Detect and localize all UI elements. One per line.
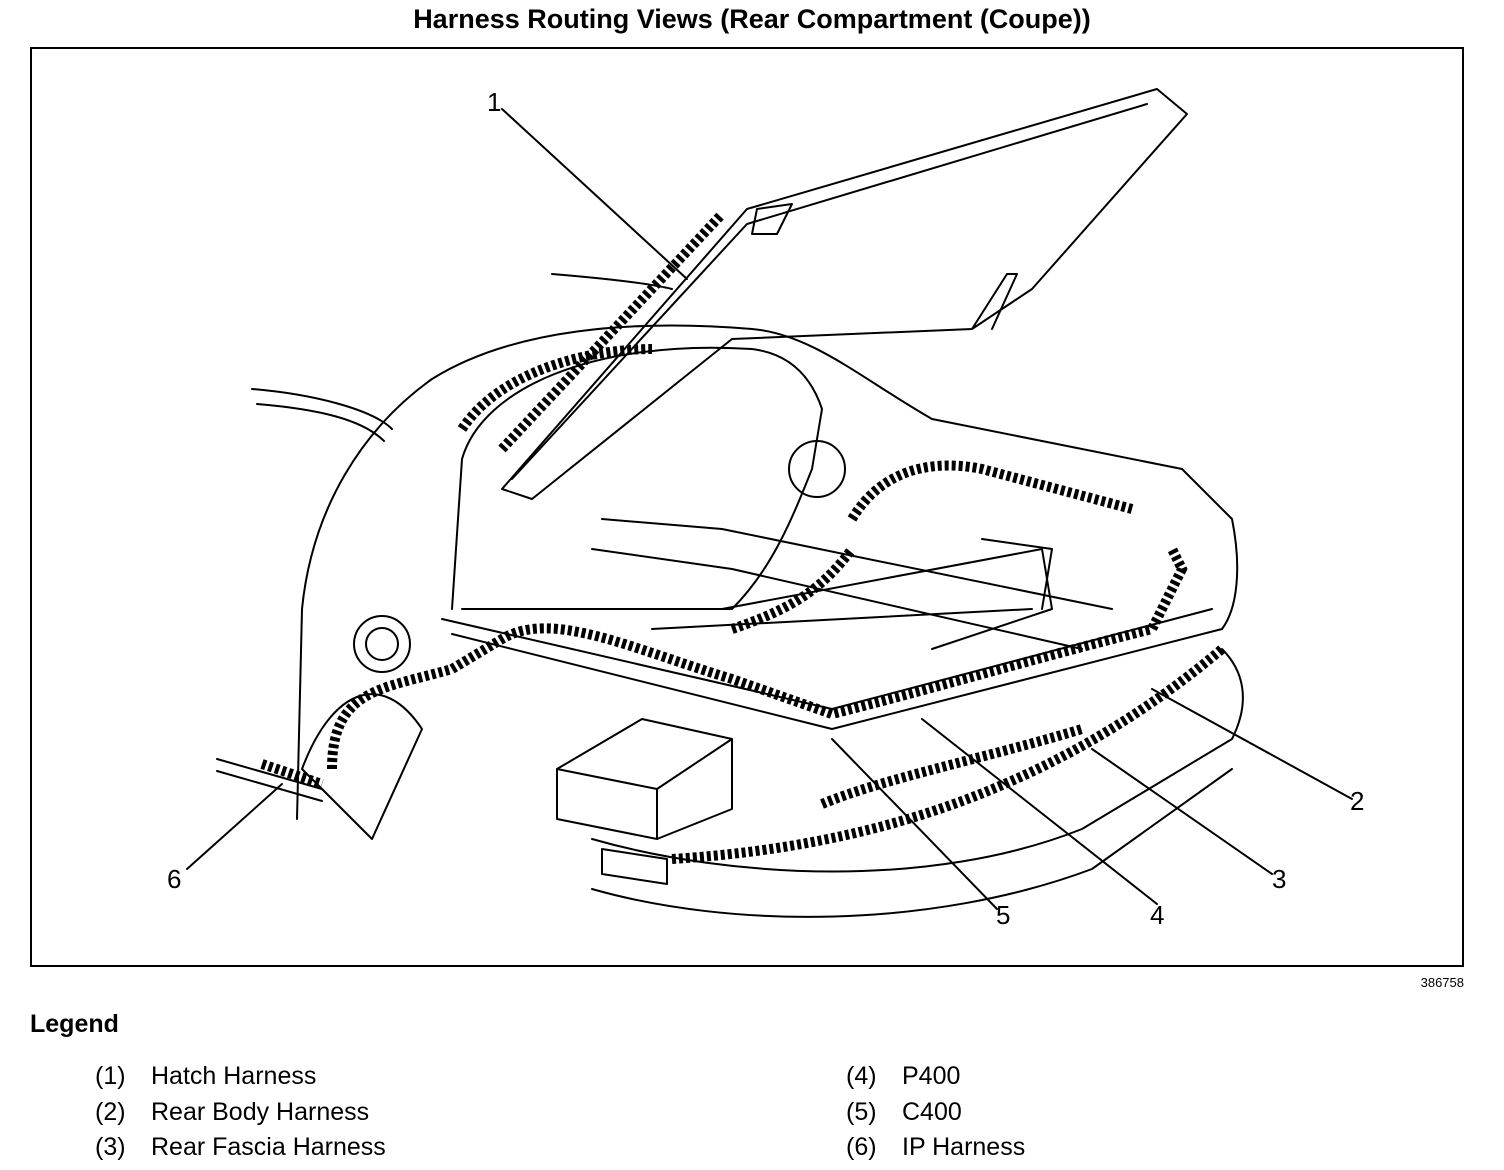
diagram-title: Harness Routing Views (Rear Compartment … xyxy=(413,4,1091,34)
diagram-frame: 1 2 3 4 5 6 xyxy=(30,47,1464,967)
legend-item: (4) P400 xyxy=(846,1062,960,1091)
leader-line-1 xyxy=(501,108,688,280)
legend-item: (5) C400 xyxy=(846,1098,962,1127)
leader-line-5 xyxy=(831,738,998,910)
module-box xyxy=(556,718,733,840)
legend-number: (4) xyxy=(846,1062,877,1090)
legend-number: (6) xyxy=(846,1133,877,1161)
ip-harness xyxy=(260,759,324,789)
legend-item: (6) IP Harness xyxy=(846,1133,1025,1162)
legend-label: Rear Fascia Harness xyxy=(151,1133,386,1161)
callout-2: 2 xyxy=(1350,786,1365,816)
hatch-lid xyxy=(501,88,1188,500)
tail-lamp-left xyxy=(353,615,411,673)
lower-harness xyxy=(820,724,1084,809)
legend-number: (1) xyxy=(95,1062,126,1090)
legend-title: Legend xyxy=(30,1010,119,1038)
legend-label: P400 xyxy=(902,1062,961,1090)
rear-bumper xyxy=(591,648,1244,873)
callout-5: 5 xyxy=(996,900,1011,930)
legend-label: Rear Body Harness xyxy=(151,1098,370,1126)
hatch-harness xyxy=(498,210,726,453)
legend-label: Hatch Harness xyxy=(151,1062,317,1090)
legend-item: (3) Rear Fascia Harness xyxy=(95,1133,386,1162)
leader-line-3 xyxy=(1091,748,1273,875)
callout-6: 6 xyxy=(167,864,182,894)
harness-drawing xyxy=(186,88,1353,918)
tail-lamp-right xyxy=(788,440,846,498)
callout-3: 3 xyxy=(1272,864,1287,894)
trunk-opening xyxy=(451,346,823,610)
rear-body-harness xyxy=(327,546,1188,770)
leader-line-4 xyxy=(921,718,1158,905)
figure-id: 386758 xyxy=(1420,975,1464,990)
legend-item: (1) Hatch Harness xyxy=(95,1062,316,1091)
wheel-well xyxy=(301,693,423,840)
callout-1: 1 xyxy=(487,87,502,117)
legend-label: C400 xyxy=(902,1098,962,1126)
rear-body-harness-upper xyxy=(457,344,1134,634)
quarter-panel xyxy=(296,324,1239,820)
legend-label: IP Harness xyxy=(902,1133,1026,1161)
leader-line-2 xyxy=(1151,688,1353,800)
legend-item: (2) Rear Body Harness xyxy=(95,1098,369,1127)
legend-number: (5) xyxy=(846,1098,877,1126)
legend-number: (3) xyxy=(95,1133,126,1161)
callout-4: 4 xyxy=(1150,900,1165,930)
legend-number: (2) xyxy=(95,1098,126,1126)
leader-line-6 xyxy=(186,783,283,870)
rear-fascia-harness xyxy=(671,645,1226,864)
